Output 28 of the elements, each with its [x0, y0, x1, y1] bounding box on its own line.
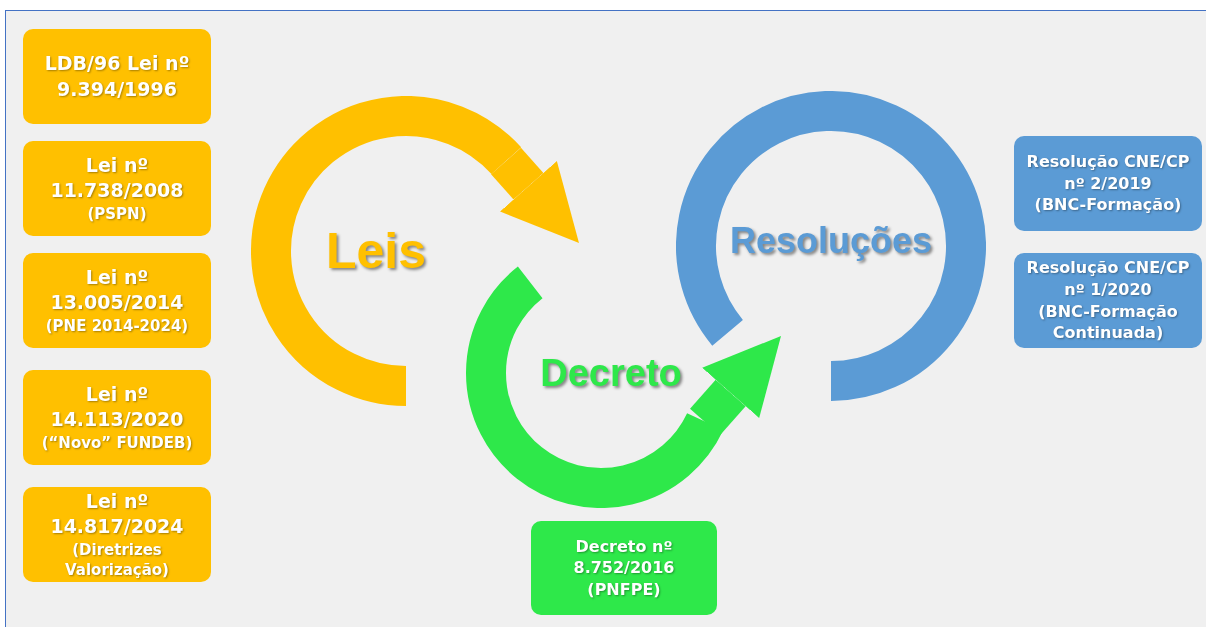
box-subtitle: (PSPN)	[87, 204, 147, 225]
decree-box	[531, 521, 717, 615]
box-subtitle: (“Novo” FUNDEB)	[41, 433, 193, 454]
arrow	[491, 147, 579, 243]
box-title: Resolução CNE/CP nº 2/2019	[1025, 151, 1191, 195]
arrow	[690, 336, 781, 436]
box-title: Lei nº 11.738/2008	[49, 152, 185, 204]
law-box	[23, 487, 211, 582]
box-title: Lei nº 14.817/2024	[49, 488, 185, 540]
box-subtitle: (PNFPE)	[587, 578, 661, 601]
law-box	[23, 141, 211, 236]
cycle-title: Decreto	[540, 351, 682, 395]
law-box	[23, 253, 211, 348]
box-subtitle: (PNE 2014-2024)	[45, 316, 189, 337]
cycle-title: Leis	[325, 222, 427, 280]
box-title: LDB/96 Lei nº 9.394/1996	[43, 50, 191, 102]
box-title: Lei nº 13.005/2014	[49, 264, 185, 316]
resolution-box	[1014, 253, 1202, 348]
resolution-box	[1014, 136, 1202, 231]
box-subtitle: (BNC-Formação)	[1034, 194, 1182, 216]
box-subtitle: (Diretrizes Valorização)	[64, 539, 170, 581]
law-box	[23, 370, 211, 465]
box-title: Lei nº 14.113/2020	[49, 381, 185, 433]
box-title: Decreto nº 8.752/2016	[572, 535, 676, 579]
law-box	[23, 29, 211, 124]
box-subtitle: (BNC-Formação Continuada)	[1037, 300, 1179, 344]
box-title: Resolução CNE/CP nº 1/2020	[1025, 257, 1191, 301]
cycle-title: Resoluções	[729, 220, 933, 262]
